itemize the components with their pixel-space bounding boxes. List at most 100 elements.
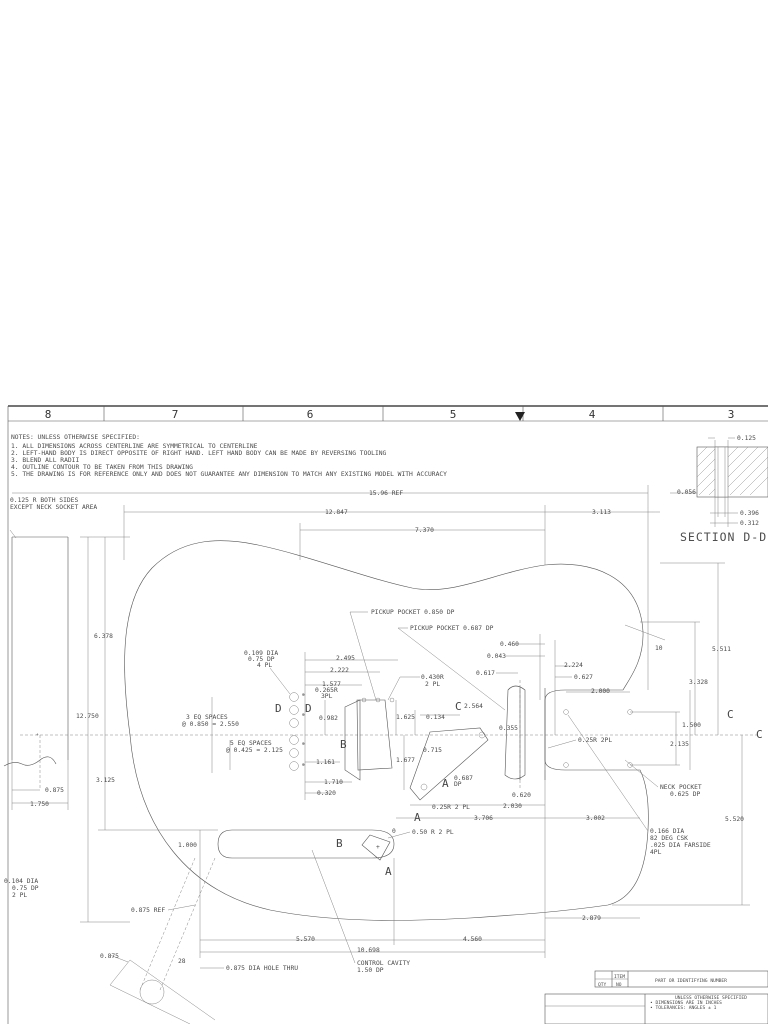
- dim-text: 15.96 REF: [369, 490, 403, 497]
- callout-text: 2 PL: [425, 681, 440, 688]
- dim-text: 1.500: [682, 722, 701, 729]
- callout-text: 4PL: [650, 849, 662, 856]
- callout-text: 0.625 DP: [670, 791, 701, 798]
- hole-marker: ⊕: [302, 693, 305, 698]
- zone-label: 4: [589, 408, 596, 421]
- callout-text: 0.265R: [315, 687, 338, 694]
- zone-label: 7: [172, 408, 179, 421]
- dim-text: 0.396: [740, 510, 759, 517]
- section-title: SECTION D-D: [680, 530, 767, 544]
- centerline-marker: C: [455, 700, 462, 713]
- callout-text: NECK POCKET: [660, 784, 702, 791]
- callout-text: 1.50 DP: [357, 967, 384, 974]
- dim-text: 6.378: [94, 633, 113, 640]
- section-marker: D: [305, 702, 312, 715]
- dim-text: 0.320: [317, 790, 336, 797]
- dim-text: 1.750: [30, 801, 49, 808]
- dim-text: 2.224: [564, 662, 583, 669]
- callout-text: 5 EQ SPACES: [230, 740, 272, 747]
- callout-text: 0.166 DIA: [650, 828, 684, 835]
- callout-text: 0.125 R BOTH SIDES: [10, 497, 78, 504]
- callout-text: 4 PL: [257, 662, 272, 669]
- dim-text: 0.620: [512, 792, 531, 799]
- title-block-label: NO: [616, 982, 622, 988]
- title-block-label: ITEM: [614, 974, 625, 980]
- center-arrow-icon: [515, 412, 525, 421]
- section-marker: D: [275, 702, 282, 715]
- note-line: 5. THE DRAWING IS FOR REFERENCE ONLY AND…: [11, 471, 447, 478]
- dim-text: 0.134: [426, 714, 445, 721]
- dim-text: 1.000: [178, 842, 197, 849]
- dim-text: 3.125: [96, 777, 115, 784]
- dim-text: 2.135: [670, 741, 689, 748]
- section-marker: B: [336, 837, 343, 850]
- callouts: PICKUP POCKET 0.850 DP PICKUP POCKET 0.6…: [182, 609, 711, 974]
- dim-text: 0.125: [737, 435, 756, 442]
- dim-text: 12.750: [76, 713, 99, 720]
- callout-text: EXCEPT NECK SOCKET AREA: [10, 504, 97, 511]
- callout-text: @ 0.850 = 2.550: [182, 721, 239, 728]
- dim-text: 0.056: [677, 489, 696, 496]
- title-block-label: QTY: [598, 982, 607, 988]
- dim-text: 3.328: [689, 679, 708, 686]
- note-line: 3. BLEND ALL RADII: [11, 457, 79, 464]
- side-view: + 0.875 1.750 0.125 R BOTH SIDES EXCEPT …: [3, 497, 97, 899]
- title-block-label: PART OR IDENTIFYING NUMBER: [655, 978, 727, 984]
- notes-title: NOTES: UNLESS OTHERWISE SPECIFIED:: [11, 434, 140, 441]
- dim-text: 2.000: [591, 688, 610, 695]
- title-block: QTY ITEM NO PART OR IDENTIFYING NUMBER U…: [544, 970, 768, 1024]
- callout-text: 2 PL: [12, 892, 27, 899]
- callout-text: @ 0.425 = 2.125: [226, 747, 283, 754]
- callout-text: 0.104 DIA: [4, 878, 38, 885]
- dim-text: 0.875: [45, 787, 64, 794]
- callout-text: 0.875 DIA HOLE THRU: [226, 965, 298, 972]
- callout-text: 0.25R 2PL: [578, 737, 612, 744]
- title-block-fine: • TOLERANCES: ANGLES ± 1: [650, 1005, 717, 1011]
- dim-text: 1.625: [396, 714, 415, 721]
- dim-text: 1.677: [396, 757, 415, 764]
- control-cavity-outline: [217, 829, 395, 859]
- dim-text: 3.706: [474, 815, 493, 822]
- callout-text: 0.687: [454, 775, 473, 782]
- hole-marker: ⊕: [302, 713, 305, 718]
- centerline-marker: C: [727, 708, 734, 721]
- section-marker: A: [442, 777, 449, 790]
- note-line: 4. OUTLINE CONTOUR TO BE TAKEN FROM THIS…: [11, 464, 193, 471]
- hole-marker: ⊕: [302, 742, 305, 747]
- callout-text: 0.75 DP: [12, 885, 39, 892]
- dim-text: 0.982: [319, 715, 338, 722]
- section-marker: +: [36, 733, 39, 738]
- callout-text: 0.430R: [421, 674, 444, 681]
- dim-text: 5.520: [725, 816, 744, 823]
- callout-text: 3PL: [321, 693, 333, 700]
- body-outline: [124, 540, 649, 921]
- dim-text: 0.627: [574, 674, 593, 681]
- callout-text: 0.50 R 2 PL: [412, 829, 454, 836]
- dim-text: 2.879: [582, 915, 601, 922]
- dim-text: 2.222: [330, 667, 349, 674]
- dimension-lines: 15.96 REF 12.847 3.113 7.370 6.378 12.75…: [12, 485, 750, 958]
- section-marker: B: [340, 738, 347, 751]
- zone-label: 5: [450, 408, 457, 421]
- title-block-fine: • DIMENSIONS ARE IN INCHES: [650, 1000, 722, 1006]
- note-line: 1. ALL DIMENSIONS ACROSS CENTERLINE ARE …: [11, 443, 258, 450]
- dim-text: 1.161: [316, 759, 335, 766]
- dim-text: 2.495: [336, 655, 355, 662]
- dim-text: 0.617: [476, 670, 495, 677]
- dim-text: 1.710: [324, 779, 343, 786]
- callout-text: 28: [178, 958, 186, 965]
- section-d-d: 0.125 0.056 0.396 0.312 SECTION D-D: [670, 435, 768, 544]
- dim-text: 0.875: [100, 953, 119, 960]
- callout-text: 0.875 REF: [131, 907, 165, 914]
- dim-text: 2.030: [503, 803, 522, 810]
- notes-block: NOTES: UNLESS OTHERWISE SPECIFIED: 1. AL…: [11, 434, 447, 478]
- dim-text: 5.570: [296, 936, 315, 943]
- callout-text: 0.25R 2 PL: [432, 804, 470, 811]
- dim-text: 3.113: [592, 509, 611, 516]
- zone-label: 8: [45, 408, 52, 421]
- dim-text: 7.370: [415, 527, 434, 534]
- dim-text: 12.847: [325, 509, 348, 516]
- dim-text: 4.560: [463, 936, 482, 943]
- title-block-fine: UNLESS OTHERWISE SPECIFIED: [675, 995, 747, 1001]
